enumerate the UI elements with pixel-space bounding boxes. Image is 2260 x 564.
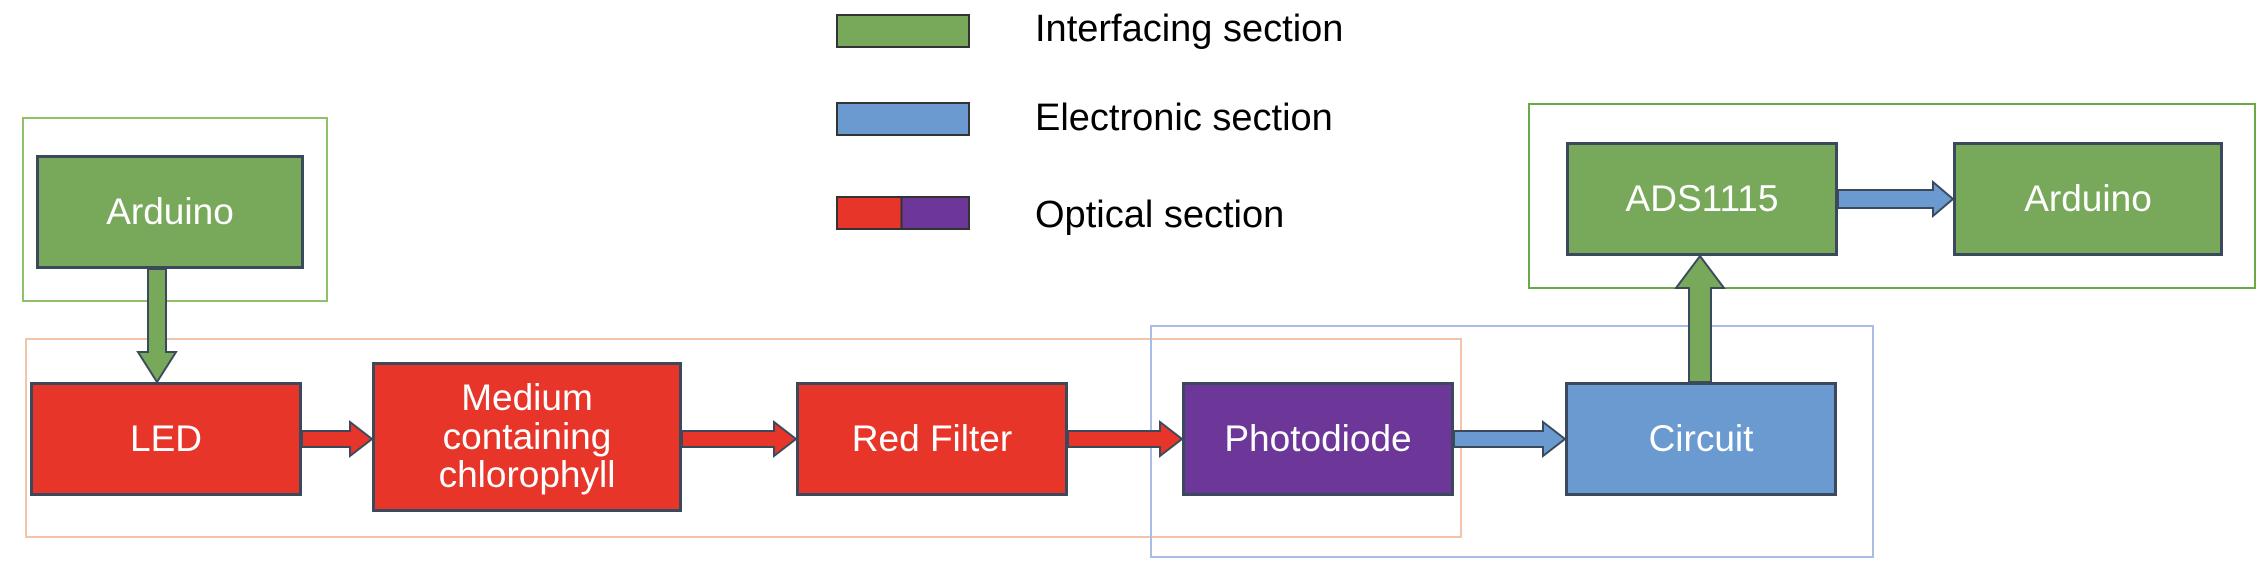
arrow-ads1115-to-arduino — [1837, 179, 1955, 219]
node-arduino-right-label: Arduino — [2024, 177, 2152, 219]
legend-label-interfacing: Interfacing section — [1035, 8, 1344, 50]
node-arduino-top-left-label: Arduino — [106, 190, 234, 232]
interfacing-section-outline — [1528, 103, 2256, 289]
node-ads1115-label: ADS1115 — [1625, 177, 1779, 219]
arrow-photodiode-to-circuit — [1453, 419, 1567, 459]
node-led-label: LED — [130, 417, 202, 459]
node-arduino-top-left: Arduino — [36, 155, 304, 269]
node-medium: Medium containing chlorophyll — [372, 362, 682, 512]
node-circuit-label: Circuit — [1648, 417, 1754, 459]
node-red-filter-label: Red Filter — [851, 417, 1013, 459]
legend-swatch-optical — [836, 196, 970, 230]
arrow-arduino-to-led — [136, 268, 178, 384]
node-photodiode-label: Photodiode — [1224, 417, 1412, 459]
node-photodiode: Photodiode — [1182, 382, 1454, 496]
node-ads1115: ADS1115 — [1566, 142, 1838, 256]
legend-swatch-interfacing — [836, 14, 970, 48]
arrow-medium-to-filter — [681, 419, 798, 459]
legend-label-electronic: Electronic section — [1035, 97, 1333, 139]
arrow-circuit-to-ads1115 — [1674, 254, 1726, 383]
arrow-led-to-medium — [301, 419, 374, 459]
node-medium-label: Medium containing chlorophyll — [438, 376, 616, 496]
legend-label-optical: Optical section — [1035, 194, 1285, 236]
node-arduino-right: Arduino — [1953, 142, 2223, 256]
node-circuit: Circuit — [1565, 382, 1837, 496]
arduino-group-outline — [22, 117, 328, 302]
node-led: LED — [30, 382, 302, 496]
arrow-filter-to-photodiode — [1067, 419, 1184, 459]
node-red-filter: Red Filter — [796, 382, 1068, 496]
legend-swatch-electronic — [836, 102, 970, 136]
